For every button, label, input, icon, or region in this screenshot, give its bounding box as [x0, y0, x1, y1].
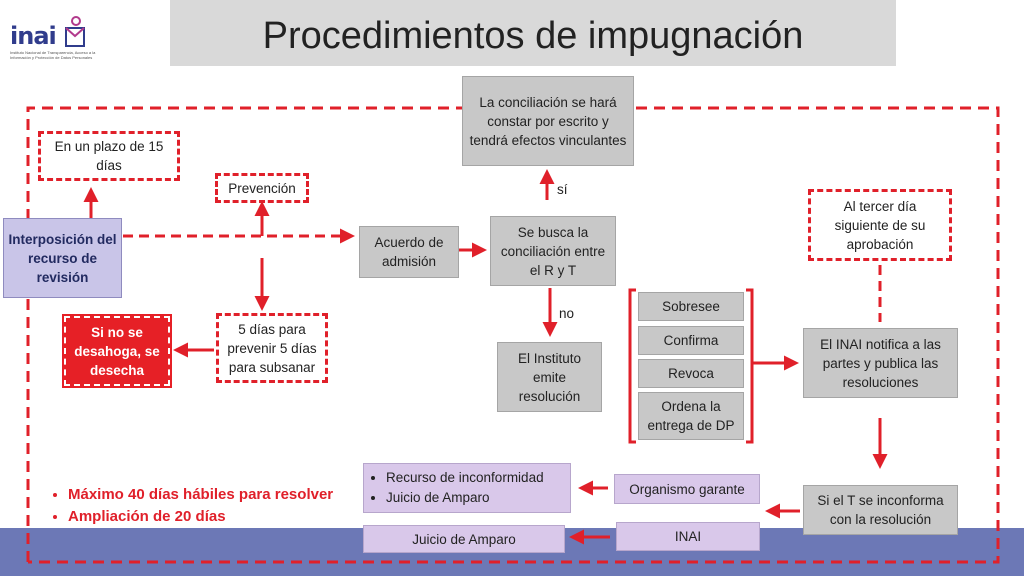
node-plazo: En un plazo de 15 días [38, 131, 180, 181]
node-conciliacion-escrito: La conciliación se hará constar por escr… [462, 76, 634, 166]
bracket-left [628, 288, 636, 444]
node-tercer-dia: Al tercer día siguiente de su aprobación [808, 189, 952, 261]
recurso-item: Juicio de Amparo [386, 488, 544, 508]
bracket-right [746, 288, 754, 444]
outer-frame [26, 106, 1000, 564]
node-ordena: Ordena la entrega de DP [638, 392, 744, 440]
node-recursos: Recurso de inconformidad Juicio de Ampar… [363, 463, 571, 513]
label-si: sí [557, 182, 568, 197]
title-bar [170, 0, 896, 66]
notes: Máximo 40 días hábiles para resolver Amp… [50, 484, 334, 528]
node-confirma: Confirma [638, 326, 744, 355]
recurso-item: Recurso de inconformidad [386, 468, 544, 488]
inai-emblem-icon [65, 16, 85, 47]
node-juicio: Juicio de Amparo [363, 525, 565, 553]
logo: inai [10, 22, 57, 50]
page-title: Procedimientos de impugnación [262, 15, 804, 57]
label-no: no [559, 306, 575, 321]
node-cinco-dias: 5 días para prevenir 5 días para subsana… [216, 313, 328, 383]
node-inai-notifica: El INAI notifica a las partes y publica … [803, 328, 958, 398]
node-inconforma: Si el T se inconforma con la resolución [803, 485, 958, 535]
note-item: Ampliación de 20 días [68, 506, 334, 528]
note-item: Máximo 40 días hábiles para resolver [68, 484, 334, 506]
node-revoca: Revoca [638, 359, 744, 388]
node-sobresee: Sobresee [638, 292, 744, 321]
logo-subtitle: Instituto Nacional de Transparencia, Acc… [10, 50, 96, 60]
node-prevencion: Prevención [215, 173, 309, 203]
node-organismo: Organismo garante [614, 474, 760, 504]
node-acuerdo: Acuerdo de admisión [359, 226, 459, 278]
node-desecha: Si no se desahoga, se desecha [62, 314, 172, 388]
node-instituto-resolucion: El Instituto emite resolución [497, 342, 602, 412]
node-interposicion: Interposición del recurso de revisión [3, 218, 122, 298]
node-inai: INAI [616, 522, 760, 551]
node-busca-conciliacion: Se busca la conciliación entre el R y T [490, 216, 616, 286]
